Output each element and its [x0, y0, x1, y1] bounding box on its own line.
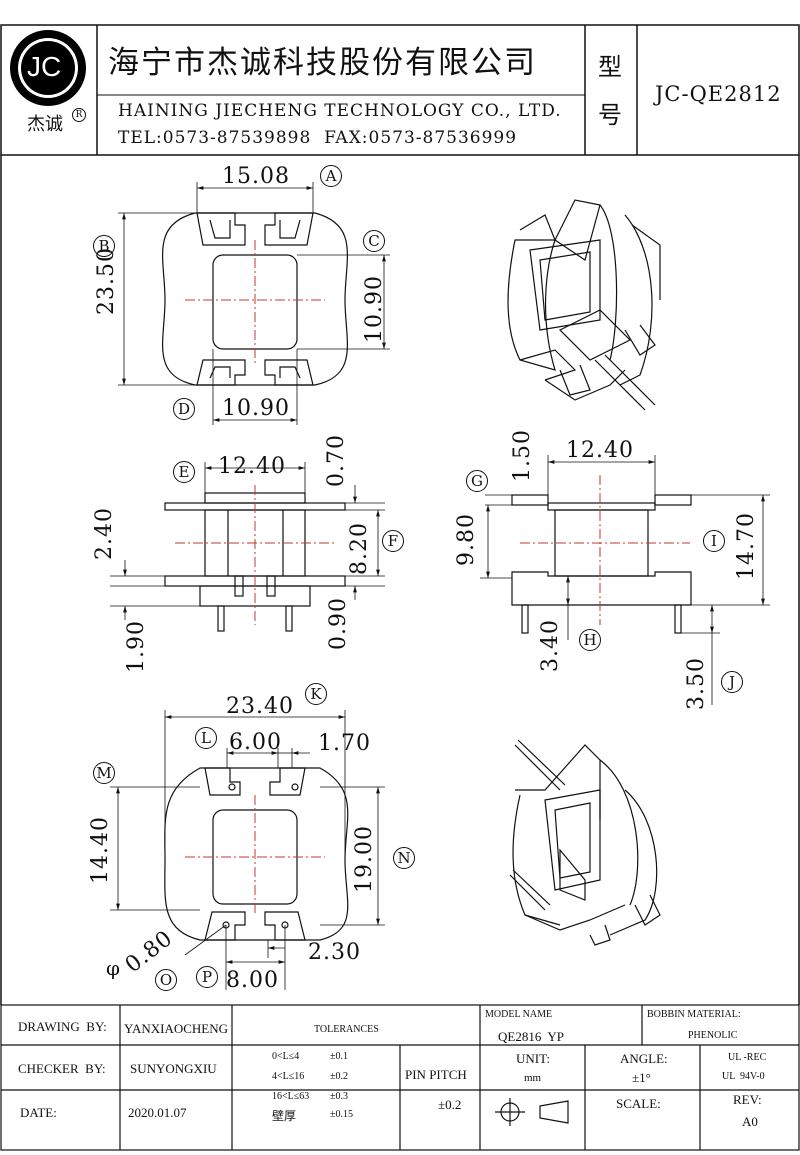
dim-m-value: 14.40 — [88, 816, 113, 884]
dim-230-value: 2.30 — [308, 940, 361, 965]
ref-circle-e: E — [173, 461, 195, 483]
header-frame — [0, 24, 800, 156]
logo-registered-mark: R — [72, 108, 86, 122]
company-contact: TEL:0573-87539898 FAX:0573-87536999 — [118, 128, 518, 148]
title-block-grid — [0, 1004, 800, 1151]
ul-94v0: UL 94V-0 — [722, 1071, 765, 1082]
angle-value: ±1° — [632, 1070, 651, 1085]
ref-circle-o: O — [155, 969, 177, 991]
tol-value-2: ±0.2 — [330, 1071, 348, 1082]
dim-g-value: 1.50 — [510, 429, 535, 482]
diameter-symbol: φ — [106, 956, 121, 980]
rev-value: A0 — [742, 1114, 758, 1129]
dim-k-value: 23.40 — [226, 694, 294, 719]
company-name-en: HAINING JIECHENG TECHNOLOGY CO., LTD. — [118, 101, 562, 121]
unit-label: UNIT: — [516, 1051, 551, 1066]
dim-a-value: 15.08 — [222, 164, 290, 189]
unit-value: mm — [524, 1072, 542, 1084]
dim-l-value: 6.00 — [229, 730, 282, 755]
tolerances-label: TOLERANCES — [314, 1024, 379, 1035]
model-name-label: MODEL NAME — [485, 1009, 553, 1020]
ref-circle-l: L — [195, 727, 217, 749]
dim-170-value: 1.70 — [318, 731, 371, 756]
dim-070-value: 0.70 — [324, 434, 349, 487]
type-label-bottom: 号 — [598, 101, 622, 129]
model-name-value: QE2816 YP — [498, 1029, 564, 1044]
angle-label: ANGLE: — [620, 1051, 668, 1066]
ref-circle-h: H — [579, 629, 601, 651]
tol-value-3: ±0.3 — [330, 1091, 348, 1102]
part-number: JC-QE2812 — [655, 82, 782, 106]
ref-circle-b: B — [93, 235, 115, 257]
bottom-view-dimensions — [110, 710, 385, 990]
top-view-drawing — [162, 212, 348, 386]
dim-190-value: 1.90 — [124, 620, 149, 673]
rev-label: REV: — [733, 1092, 762, 1107]
tol-range-3: 16<L≤63 — [272, 1091, 310, 1102]
dim-c-value: 10.90 — [362, 275, 387, 343]
ref-circle-a: A — [320, 165, 342, 187]
tol-value-1: ±0.1 — [330, 1051, 348, 1062]
pin-pitch-label: PIN PITCH — [405, 1067, 467, 1082]
dim-p-value: 8.00 — [226, 968, 279, 993]
scale-label: SCALE: — [616, 1096, 661, 1111]
ul-rec: UL -REC — [728, 1052, 767, 1063]
bottom-view-drawing — [164, 767, 349, 941]
dim-h-value: 3.40 — [538, 619, 563, 672]
ref-circle-c: C — [363, 230, 385, 252]
checker-by-label: CHECKER BY: — [18, 1061, 106, 1076]
dim-j-value: 3.50 — [684, 657, 709, 710]
ref-circle-f: F — [382, 530, 404, 552]
tol-range-1: 0<L≤4 — [272, 1051, 300, 1062]
dim-i-value: 14.70 — [734, 512, 759, 580]
dim-980-value: 9.80 — [454, 513, 479, 566]
logo-cn-name: 杰诚 — [27, 114, 63, 135]
dim-240-value: 2.40 — [92, 507, 117, 560]
tol-value-4: ±0.15 — [330, 1109, 353, 1120]
bobbin-material-value: PHENOLIC — [688, 1030, 738, 1041]
date-label: DATE: — [20, 1105, 57, 1120]
drawing-by-label: DRAWING BY: — [18, 1019, 107, 1034]
ref-circle-m: M — [93, 762, 115, 784]
ref-circle-g: G — [466, 470, 488, 492]
ref-circle-k: K — [305, 683, 327, 705]
dim-090-value: 0.90 — [326, 597, 351, 650]
dim-d-value: 10.90 — [222, 396, 290, 421]
bobbin-material-label: BOBBIN MATERIAL: — [647, 1009, 741, 1020]
logo-mark: JC — [27, 51, 62, 82]
dim-b-value: 23.50 — [94, 247, 119, 315]
front-view-dimensions — [110, 462, 385, 620]
tol-range-2: 4<L≤16 — [272, 1071, 305, 1082]
ref-circle-j: J — [721, 671, 743, 693]
dim-e-value: 12.40 — [218, 454, 286, 479]
ref-circle-i: I — [703, 530, 725, 552]
side-view-centerlines — [520, 475, 690, 625]
side-view-drawing — [511, 494, 692, 634]
ref-circle-n: N — [393, 847, 415, 869]
bottom-view-centerlines — [185, 795, 325, 915]
pin-pitch-value: ±0.2 — [438, 1097, 462, 1112]
company-logo — [10, 30, 86, 106]
tol-range-4: 壁厚 — [272, 1109, 297, 1123]
isometric-view-top — [507, 199, 661, 411]
ref-circle-d: D — [173, 398, 195, 420]
type-label-top: 型 — [598, 53, 622, 81]
dim-1240-side-value: 12.40 — [566, 438, 634, 463]
top-view-centerlines — [185, 240, 325, 365]
side-view-dimensions — [480, 455, 770, 705]
top-view-dimensions — [118, 182, 390, 425]
date-value: 2020.01.07 — [128, 1105, 187, 1120]
drawing-by-value: YANXIAOCHENG — [124, 1021, 228, 1036]
ref-circle-p: P — [196, 966, 218, 988]
company-name-cn: 海宁市杰诚科技股份有限公司 — [108, 45, 537, 81]
dim-n-value: 19.00 — [352, 825, 377, 893]
isometric-view-bottom — [509, 739, 661, 946]
dim-f-value: 8.20 — [347, 522, 372, 575]
front-view-centerlines — [175, 485, 335, 625]
checker-by-value: SUNYONGXIU — [130, 1061, 217, 1076]
